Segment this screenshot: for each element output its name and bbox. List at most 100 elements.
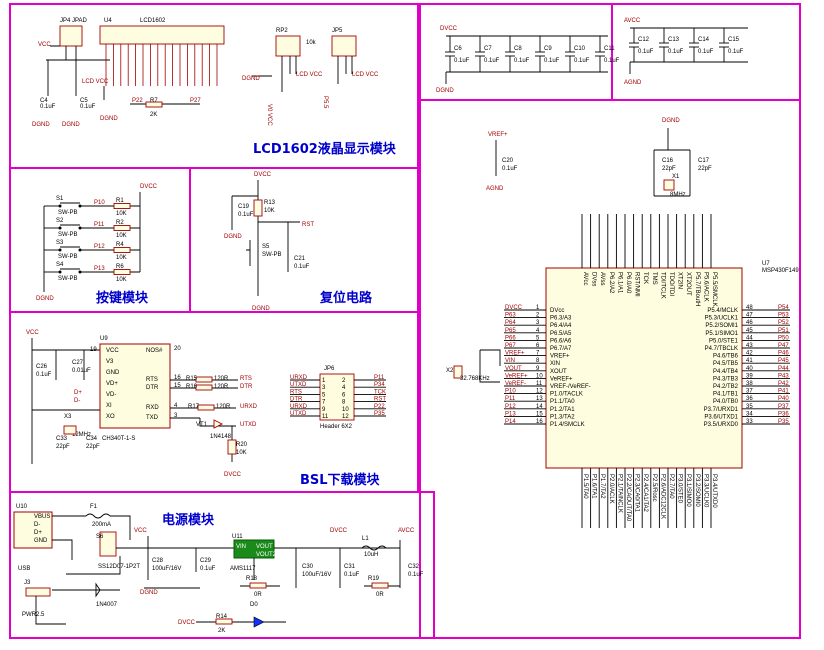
rp2-lcd-vcc: LCD VCC	[296, 72, 323, 78]
mcu-left-pin-net: P65	[505, 328, 516, 334]
mcu-left-pin-net: P10	[505, 389, 516, 395]
dvcc-cap-2-val: 0.1uF	[514, 58, 530, 64]
mcu-right-pin-name: P5.4/MCLK	[707, 308, 738, 314]
x1-val: 8MHz	[670, 192, 686, 198]
mcu-left-pin-net: P64	[505, 320, 516, 326]
ch340-right-pin-name: NOS#	[146, 348, 163, 354]
avcc-cap-2-ref: C14	[698, 37, 710, 43]
r7-resistor	[145, 101, 163, 108]
u11-ref: U11	[232, 534, 243, 540]
s5-ref: S5	[262, 244, 270, 250]
mcu-left-pin-net: P13	[505, 411, 516, 417]
mcu-right-pin-num: 45	[746, 328, 753, 334]
r19-ref: R19	[368, 576, 380, 582]
reset-dgnd-1: DGND	[224, 234, 242, 240]
c16-val: 22pF	[662, 166, 676, 172]
jp6-left-num: 1	[322, 378, 326, 384]
r15-resistor	[195, 376, 213, 383]
mcu-left-pin-num: 9	[536, 366, 540, 372]
mcu-right-pin-num: 33	[746, 419, 753, 425]
mcu-top-pin-name: XT2IN	[677, 272, 683, 289]
mcu-left-pin-name: VeREF+	[550, 376, 573, 382]
mcu-right-pin-name: P3.7/URXD1	[704, 407, 739, 413]
s5-type: SW-PB	[262, 252, 282, 258]
mcu-left-pin-num: 13	[536, 396, 543, 402]
c32-val: 0.1uF	[408, 572, 424, 578]
r16-val: 120R	[214, 384, 229, 390]
mcu-right-pin-net: P47	[778, 343, 789, 349]
mcu-top-pin-name: RST/NMI	[634, 272, 640, 297]
mcu-bottom-pin-name: P1.5/TA0	[582, 474, 588, 499]
usb-pin-name: D+	[34, 530, 42, 536]
mcu-bottom-pin-name: P2.5/Rosc	[651, 474, 657, 502]
jp6-left-net: UTXD	[290, 411, 307, 417]
mcu-bottom-pin-name: P2.4/CA1/TA2	[642, 474, 648, 513]
r19-val: 0R	[376, 592, 384, 598]
mcu-right-pin-num: 46	[746, 320, 753, 326]
mcu-right-pin-name: P4.7/TBCLK	[705, 346, 738, 352]
reset-module-title: 复位电路	[319, 290, 373, 306]
mcu-left-pin-net: VREF+	[505, 351, 525, 357]
mcu-top-pin-name: P5.7/TBoutH	[694, 272, 700, 306]
mcu-right-pin-net: P44	[778, 366, 789, 372]
bsl-dplus-net: D+	[74, 390, 82, 396]
jp6-left-num: 5	[322, 392, 326, 398]
x1-crystal	[663, 179, 675, 191]
mcu-bottom-pin-name: P1.6/TA1	[591, 474, 597, 499]
mcu-right-pin-num: 44	[746, 335, 753, 341]
vt1-net: UTXD	[240, 422, 257, 428]
j3-part: PWR2.5	[22, 612, 45, 618]
dvcc-cap-1-val: 0.1uF	[484, 58, 500, 64]
c17-ref: C17	[698, 158, 710, 164]
ch340-right-pin-name: RXD	[146, 405, 159, 411]
mcu-right-pin-net: P37	[778, 404, 789, 410]
r17-net: URXD	[240, 404, 258, 410]
c29-val: 0.1uF	[200, 566, 216, 572]
dvcc-cap-0-ref: C6	[454, 46, 462, 52]
mcu-bottom-pin-name: P2.2/CAOUT/TA0	[625, 474, 631, 522]
mcu-left-pin-name: VREF-/VeREF-	[550, 384, 591, 390]
dvcc-cap-5-ref: C11	[604, 46, 615, 52]
mcu-bottom-pin-name: P3.1/SIMO0	[685, 474, 691, 507]
r20-val: 10K	[236, 450, 247, 456]
key-resistor-ref: R6	[116, 264, 124, 270]
u9-part: CH340T-1-S	[102, 436, 135, 442]
usb-connector	[13, 511, 53, 549]
bsl-module-title: BSL下载模块	[300, 472, 381, 488]
c28-ref: C28	[152, 558, 164, 564]
avcc-cap-0-val: 0.1uF	[638, 49, 654, 55]
mcu-right-pin-net: P46	[778, 351, 789, 357]
jp4-header	[59, 25, 83, 47]
mcu-left-pin-num: 12	[536, 389, 543, 395]
mcu-left-pin-num: 10	[536, 373, 543, 379]
rp2-potentiometer	[275, 35, 301, 57]
mcu-left-pin-net: VeREF+	[505, 373, 528, 379]
keys-dgnd-net: DGND	[36, 296, 54, 302]
mcu-right-pin-name: P4.3/TB3	[713, 376, 739, 382]
mcu-left-pin-net: VeREF-	[505, 381, 526, 387]
jp6-right-net: P35	[374, 411, 385, 417]
mcu-top-pin-name: TMS	[651, 272, 657, 285]
mcu-right-pin-net: P40	[778, 396, 789, 402]
lcd-section: JP4 JPAD VCC U4 LCD1602 LCD VCC C4 0.1uF…	[32, 18, 379, 128]
key-resistor-ref: R4	[116, 242, 124, 248]
mcu-right-pin-net: P36	[778, 411, 789, 417]
mcu-left-pin-name: P1.4/SMCLK	[550, 422, 585, 428]
d0-led	[253, 616, 265, 628]
c5-ref: C5	[80, 98, 88, 104]
jp4-vcc-net: VCC	[38, 42, 51, 48]
key-net-label: P12	[94, 244, 105, 250]
key-switch-ref: S1	[56, 196, 64, 202]
c30-val: 100uF/16V	[302, 572, 331, 578]
mcu-right-pin-name: P3.6/UTXD1	[704, 414, 738, 420]
key-switch-ref: S2	[56, 218, 64, 224]
r16-resistor	[195, 384, 213, 391]
jp6-right-net: RST	[374, 397, 386, 403]
j3-ref: J3	[24, 580, 31, 586]
ch340-left-pin-name: V3	[106, 359, 114, 365]
mcu-left-pin-name: XIN	[550, 361, 560, 367]
u11-pin-vin: VIN	[236, 544, 246, 550]
dvcc-cap-3-ref: C9	[544, 46, 552, 52]
